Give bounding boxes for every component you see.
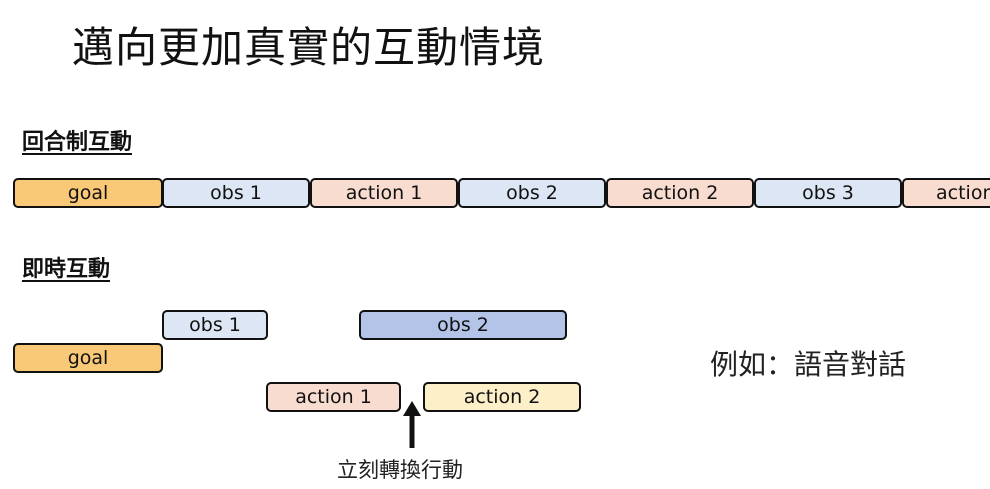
- switch-caption: 立刻轉換行動: [337, 458, 463, 482]
- turn-block-action-1: action 1: [310, 178, 458, 208]
- turn-block-obs-3: obs 3: [754, 178, 902, 208]
- turn-block-action-2: action 2: [606, 178, 754, 208]
- turn-block-obs-1: obs 1: [162, 178, 310, 208]
- slide-title: 邁向更加真實的互動情境: [72, 23, 546, 72]
- turn-block-action-3: action 3: [902, 178, 990, 208]
- turn-block-obs-2: obs 2: [458, 178, 606, 208]
- turn-based-label: 回合制互動: [22, 130, 133, 155]
- realtime-block-obs-1: obs 1: [162, 310, 268, 340]
- realtime-block-obs-2: obs 2: [359, 310, 567, 340]
- switch-arrow-icon: [403, 401, 421, 448]
- realtime-block-goal: goal: [13, 343, 163, 373]
- turn-block-goal: goal: [13, 178, 163, 208]
- realtime-label: 即時互動: [22, 257, 111, 282]
- realtime-block-action-1: action 1: [266, 382, 401, 412]
- realtime-block-action-2: action 2: [423, 382, 581, 412]
- example-note: 例如：語音對話: [710, 348, 907, 381]
